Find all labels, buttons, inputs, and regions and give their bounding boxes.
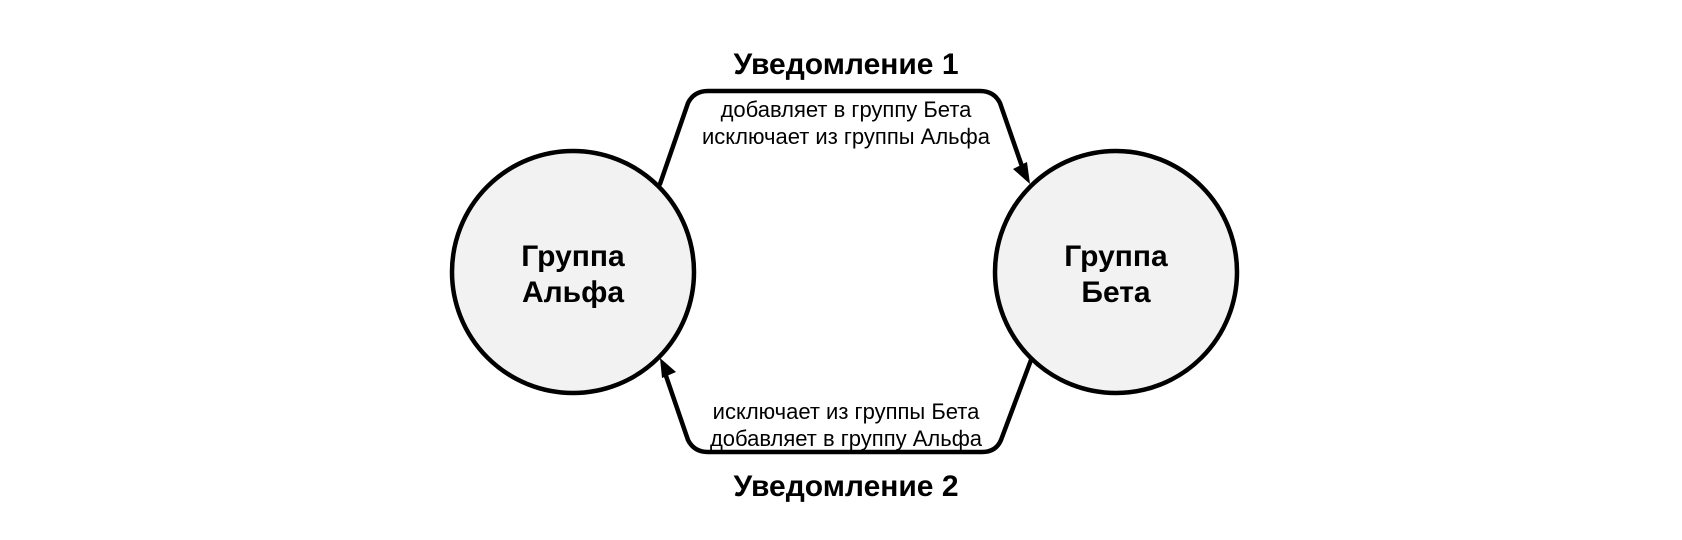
node-beta-label-line-2: Бета [1081,276,1151,309]
edge-notification-1-line-1: добавляет в группу Бета [721,97,973,122]
node-alpha-label-line-2: Альфа [522,276,624,309]
node-alpha-circle [449,148,697,396]
edge-notification-2-line-2: добавляет в группу Альфа [710,426,983,451]
node-beta-label-line-1: Группа [1064,240,1168,273]
edge-notification-2-line-1: исключает из группы Бета [713,399,980,424]
node-alpha: Группа Альфа [449,148,697,396]
edge-notification-2-title: Уведомление 2 [733,470,958,503]
edge-notification-1: Уведомление 1 добавляет в группу Бета ис… [657,48,1030,187]
edge-notification-2-arrowhead [660,358,676,378]
edge-notification-1-title: Уведомление 1 [733,48,958,81]
node-beta: Группа Бета [992,148,1240,396]
edge-notification-2: Уведомление 2 исключает из группы Бета д… [660,357,1034,503]
edge-notification-2-path [662,357,1034,455]
edge-notification-1-arrowhead [1013,162,1030,184]
node-alpha-label-line-1: Группа [521,240,625,273]
edge-notification-1-path [657,88,1028,187]
edge-notification-1-line-2: исключает из группы Альфа [702,124,991,149]
node-beta-circle [992,148,1240,396]
